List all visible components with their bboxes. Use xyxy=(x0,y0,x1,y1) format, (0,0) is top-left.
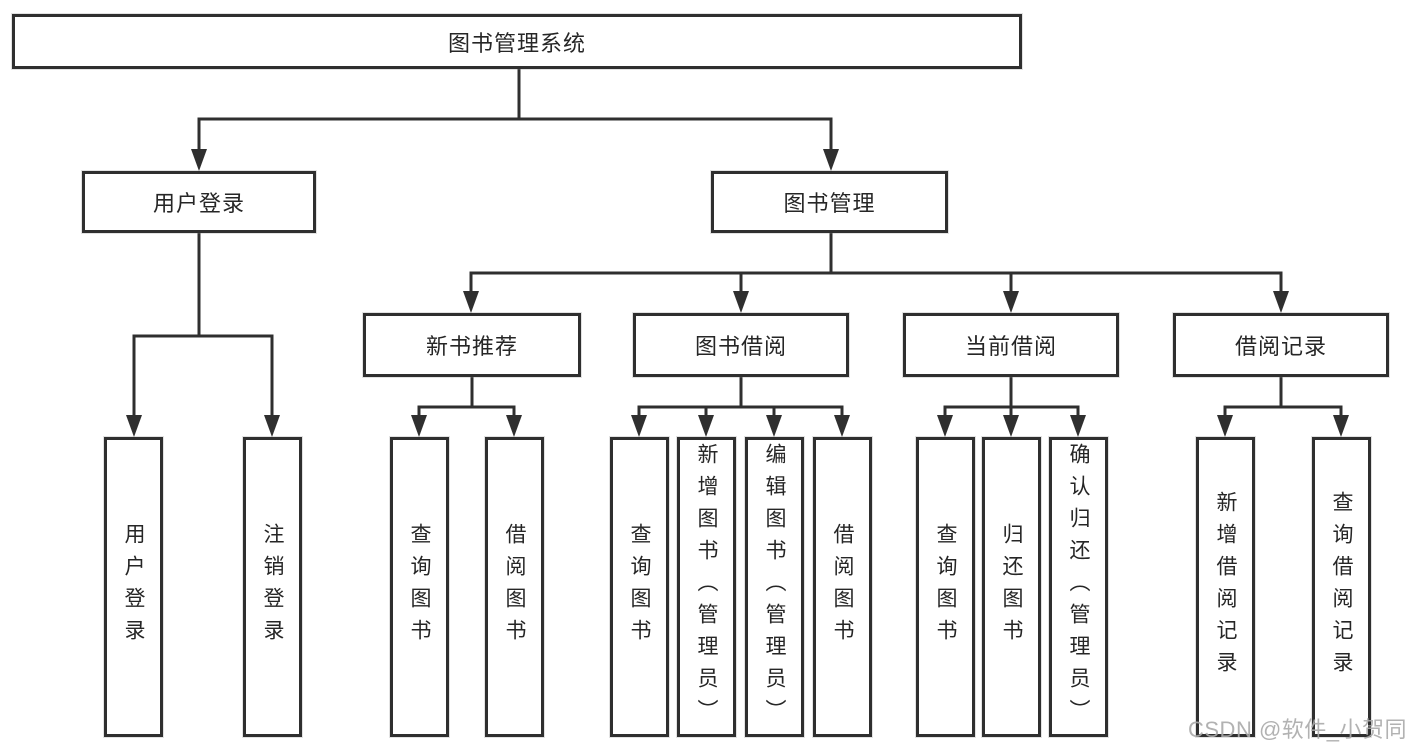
leaf-query-books-recommend: 查询图书 xyxy=(390,437,449,737)
leaf-user-login: 用户登录 xyxy=(104,437,163,737)
leaf-borrow-books-borrowing: 借阅图书 xyxy=(813,437,872,737)
watermark: CSDN @软件_小贺同学 xyxy=(1188,717,1405,742)
leaf-logout: 注销登录 xyxy=(243,437,302,737)
leaf-user-login-label: 用户登录 xyxy=(122,523,145,651)
leaf-confirm-return-admin-label: 确认归还（管理员） xyxy=(1067,443,1090,731)
leaf-add-borrow-record-label: 新增借阅记录 xyxy=(1214,491,1237,683)
leaf-query-books-borrowing-label: 查询图书 xyxy=(628,523,651,651)
leaf-return-books-label: 归还图书 xyxy=(1000,523,1023,651)
node-current-borrowing: 当前借阅 xyxy=(903,313,1119,377)
leaf-add-books-admin: 新增图书（管理员） xyxy=(677,437,736,737)
leaf-logout-label: 注销登录 xyxy=(261,523,284,651)
leaf-edit-books-admin-label: 编辑图书（管理员） xyxy=(763,443,786,731)
leaf-edit-books-admin: 编辑图书（管理员） xyxy=(745,437,804,737)
node-borrowing-records: 借阅记录 xyxy=(1173,313,1389,377)
node-library-management-system: 图书管理系统 xyxy=(12,14,1022,69)
leaf-add-borrow-record: 新增借阅记录 xyxy=(1196,437,1255,737)
leaf-query-borrow-record-label: 查询借阅记录 xyxy=(1330,491,1353,683)
leaf-confirm-return-admin: 确认归还（管理员） xyxy=(1049,437,1108,737)
node-new-book-recommendation: 新书推荐 xyxy=(363,313,581,377)
leaf-query-books-current-label: 查询图书 xyxy=(934,523,957,651)
leaf-query-books-recommend-label: 查询图书 xyxy=(408,523,431,651)
node-book-management: 图书管理 xyxy=(711,171,948,233)
leaf-return-books: 归还图书 xyxy=(982,437,1041,737)
node-book-borrowing: 图书借阅 xyxy=(633,313,849,377)
leaf-add-books-admin-label: 新增图书（管理员） xyxy=(695,443,718,731)
leaf-borrow-books-recommend: 借阅图书 xyxy=(485,437,544,737)
leaf-query-borrow-record: 查询借阅记录 xyxy=(1312,437,1371,737)
leaf-borrow-books-borrowing-label: 借阅图书 xyxy=(831,523,854,651)
leaf-query-books-borrowing: 查询图书 xyxy=(610,437,669,737)
leaf-query-books-current: 查询图书 xyxy=(916,437,975,737)
node-user-login: 用户登录 xyxy=(82,171,316,233)
leaf-borrow-books-recommend-label: 借阅图书 xyxy=(503,523,526,651)
